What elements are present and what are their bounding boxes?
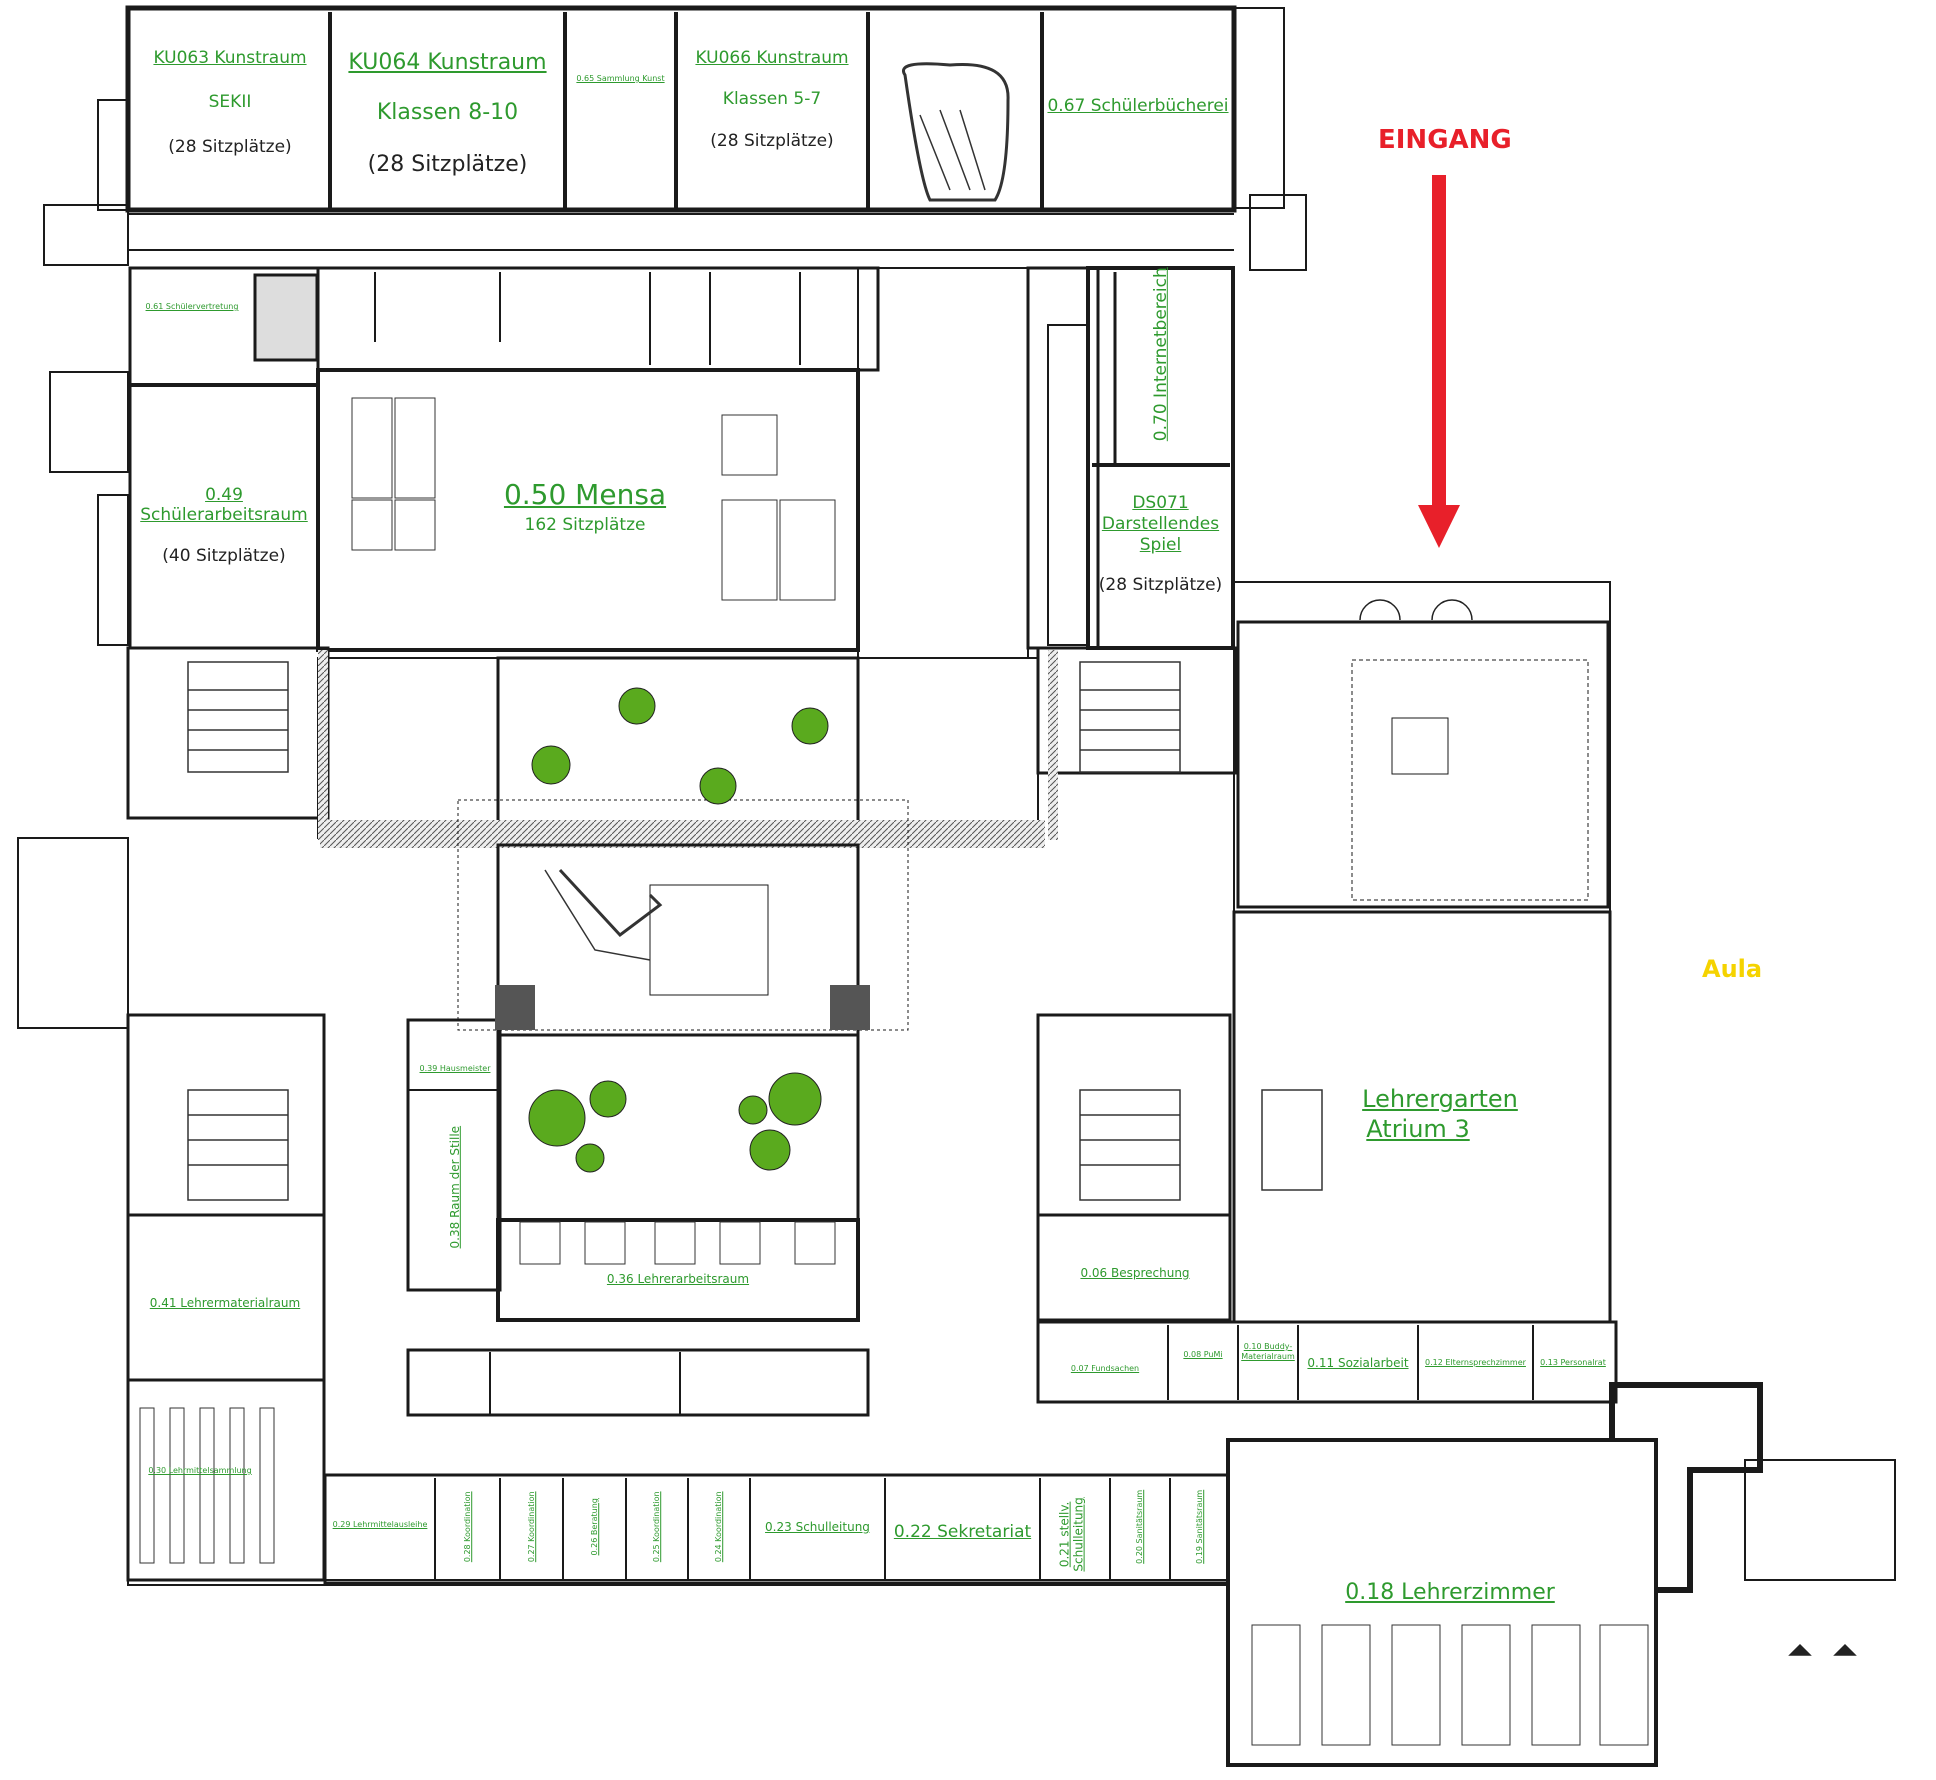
room-061: 0.61 Schülervertretung	[145, 302, 239, 311]
entrance-marker: EINGANG	[1378, 125, 1512, 155]
room-049-name: Schülerarbeitsraum	[140, 505, 308, 525]
room-ku066-seats: (28 Sitzplätze)	[710, 131, 834, 151]
room-030: 0.30 Lehrmittelsammlung	[148, 1466, 252, 1475]
room-ku066-line2: Klassen 5-7	[722, 89, 822, 109]
room-ku063: KU063 Kunstraum	[130, 48, 330, 68]
room-mensa-seats: 162 Sitzplätze	[524, 515, 646, 535]
room-065: 0.65 Sammlung Kunst	[576, 74, 665, 83]
room-021: 0.21 stellv. Schulleitung	[1057, 1497, 1086, 1572]
room-010: 0.10 Buddy-Materialraum	[1241, 1342, 1295, 1361]
room-018: 0.18 Lehrerzimmer	[1345, 1580, 1555, 1605]
room-027: 0.27 Koordination	[527, 1491, 537, 1563]
aula-marker: Aula	[1702, 955, 1763, 983]
room-041: 0.41 Lehrermaterialraum	[149, 1296, 301, 1310]
room-ku066: KU066 Kunstraum	[695, 48, 849, 68]
room-ku064: KU064 Kunstraum	[348, 50, 547, 75]
room-025: 0.25 Koordination	[652, 1491, 662, 1563]
room-ds071-line2: Darstellendes	[1101, 514, 1220, 534]
room-028: 0.28 Koordination	[463, 1491, 473, 1563]
room-006: 0.06 Besprechung	[1080, 1266, 1190, 1280]
atrium3-line1: Lehrergarten	[1362, 1085, 1518, 1113]
room-023: 0.23 Schulleitung	[765, 1520, 870, 1534]
room-029: 0.29 Lehrmittelausleihe	[332, 1520, 428, 1529]
room-ku064-line2: Klassen 8-10	[376, 100, 519, 125]
room-039: 0.39 Hausmeister	[419, 1064, 491, 1073]
room-011: 0.11 Sozialarbeit	[1307, 1356, 1409, 1370]
room-049-seats: (40 Sitzplätze)	[162, 546, 286, 566]
room-mensa: 0.50 Mensa	[503, 478, 667, 511]
room-ku064-seats: (28 Sitzplätze)	[367, 152, 528, 177]
room-020: 0.20 Sanitätsraum	[1135, 1489, 1145, 1564]
room-ds071-line3: Spiel	[1139, 535, 1182, 555]
room-049-number: 0.49	[205, 485, 243, 505]
room-022: 0.22 Sekretariat	[893, 1522, 1032, 1542]
room-012: 0.12 Elternsprechzimmer	[1425, 1358, 1526, 1367]
room-ku063-seats: (28 Sitzplätze)	[168, 137, 292, 157]
room-ds071-seats: (28 Sitzplätze)	[1098, 575, 1223, 595]
atrium3-line2: Atrium 3	[1366, 1115, 1470, 1143]
room-070: 0.70 Internetbereich	[1150, 267, 1171, 442]
room-008: 0.08 PuMi	[1183, 1350, 1223, 1359]
room-013: 0.13 Personalrat	[1540, 1358, 1606, 1367]
room-024: 0.24 Koordination	[714, 1491, 724, 1563]
room-019: 0.19 Sanitätsraum	[1195, 1489, 1205, 1564]
room-007: 0.07 Fundsachen	[1070, 1364, 1140, 1373]
room-036: 0.36 Lehrerarbeitsraum	[606, 1272, 750, 1286]
entrance-arrow	[1418, 175, 1460, 548]
room-ku063-name: KU063 Kunstraum	[153, 48, 307, 68]
room-ku063-line2: SEKII	[208, 92, 252, 112]
room-067: 0.67 Schülerbücherei	[1047, 96, 1229, 116]
room-038: 0.38 Raum der Stille	[447, 1125, 462, 1249]
room-ds071-line1: DS071	[1132, 493, 1189, 513]
room-026: 0.26 Beratung	[590, 1498, 600, 1556]
